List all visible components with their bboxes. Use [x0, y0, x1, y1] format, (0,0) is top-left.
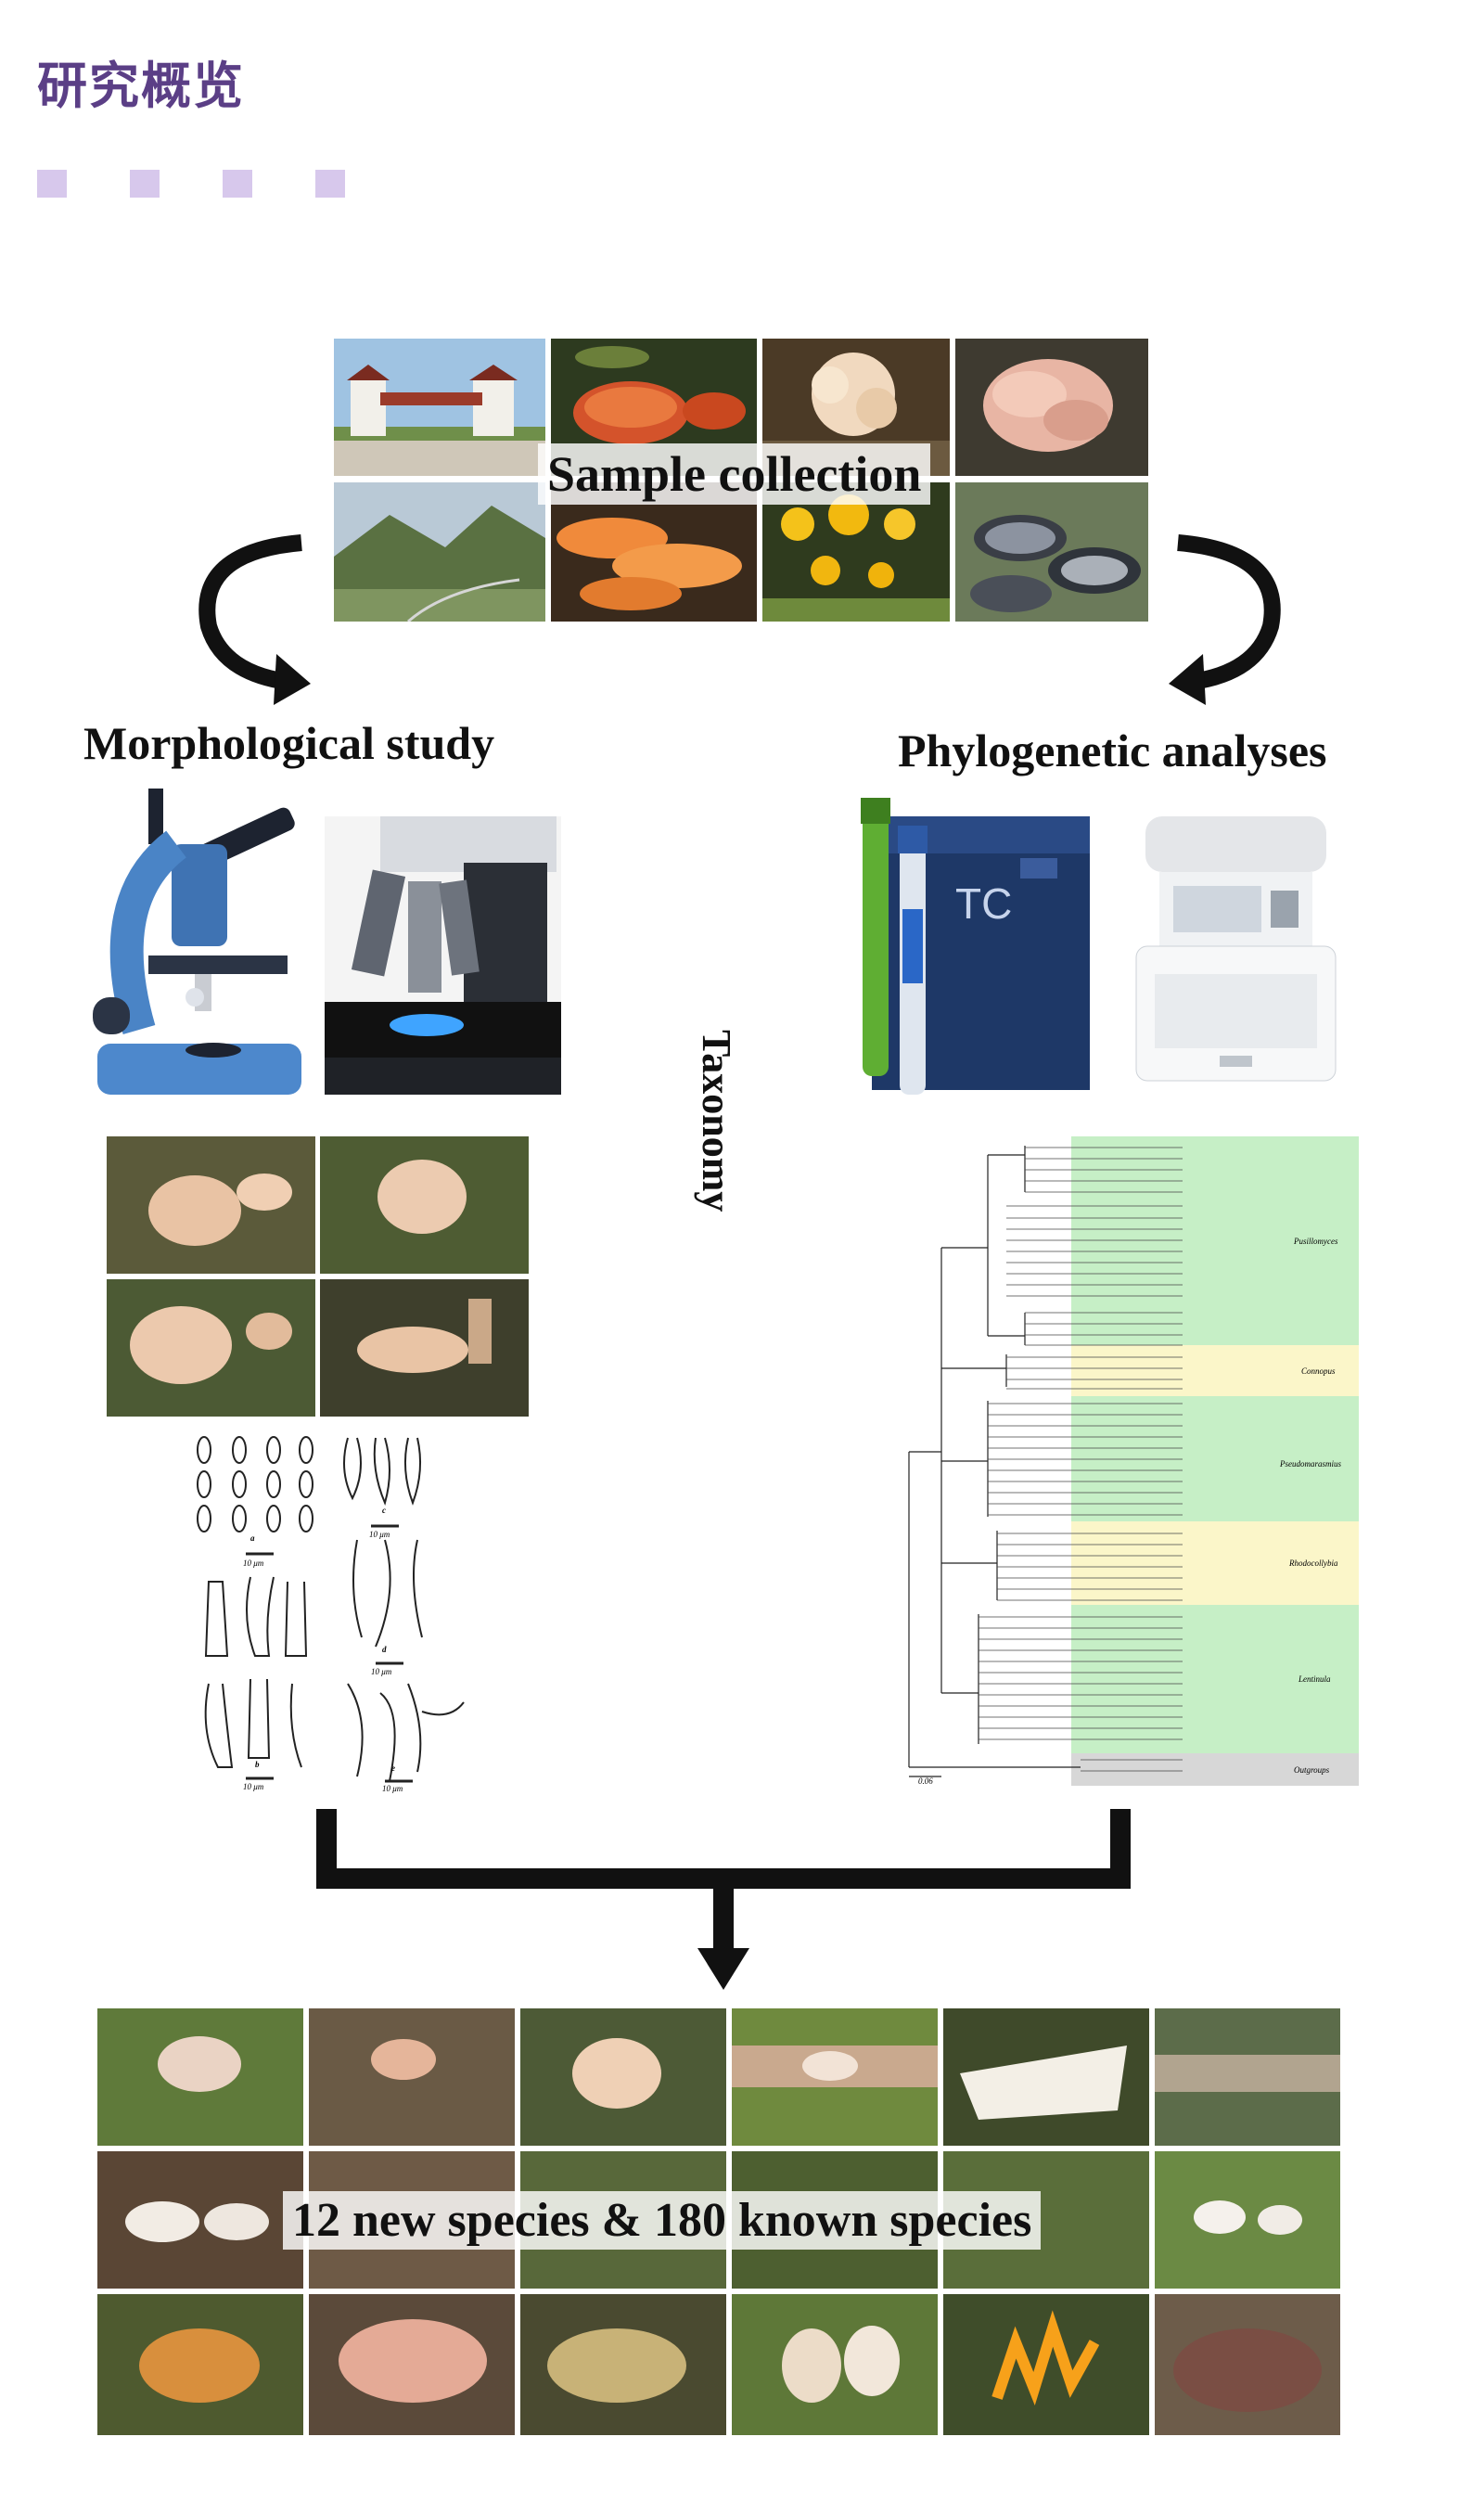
microscope-illustration — [83, 789, 315, 1104]
clade-label-connopus: Connopus — [1301, 1366, 1336, 1376]
tree-scale-label: 0.06 — [918, 1776, 933, 1786]
spore-drawings — [197, 1436, 313, 1533]
photo-turkey-tail-fungus — [955, 482, 1148, 622]
dna-extraction-kit-photo: TC — [853, 798, 1099, 1095]
clade-label-lentinula: Lentinula — [1298, 1674, 1331, 1684]
clade-label-outgroups: Outgroups — [1294, 1765, 1330, 1775]
panel-a-label: a — [250, 1533, 255, 1543]
photo-valley-landscape — [334, 482, 545, 622]
sample-collection-label: Sample collection — [538, 443, 931, 505]
phylogenetic-tree: Pusillomyces Connopus Pseudomarasmius Rh… — [904, 1136, 1359, 1786]
decor-square — [130, 170, 160, 198]
taxonomy-label: Taxonomy — [694, 1030, 739, 1212]
morphological-study-label: Morphological study — [83, 717, 495, 769]
clade-label-pusillomyces: Pusillomyces — [1294, 1237, 1338, 1246]
decor-square — [315, 170, 345, 198]
photo-orange-shelf-fungus — [551, 482, 757, 622]
curved-arrow-right — [1164, 524, 1294, 710]
scale-label-c: 10 μm — [369, 1530, 390, 1539]
phylogenetic-analyses-label: Phylogenetic analyses — [898, 725, 1327, 776]
microscope-closeup-photo — [325, 816, 561, 1095]
clade-label-rhodocollybia: Rhodocollybia — [1289, 1558, 1338, 1568]
specimen-photo-grid — [107, 1136, 529, 1417]
pcr-machine-photo — [1132, 816, 1340, 1085]
photo-monastery-gate — [334, 339, 545, 476]
svg-text:TC: TC — [955, 879, 1012, 928]
page-title: 研究概览 — [37, 57, 245, 115]
decor-square — [37, 170, 67, 198]
result-label: 12 new species & 180 known species — [283, 2191, 1042, 2250]
curved-arrow-left — [186, 524, 315, 710]
scale-label-e: 10 μm — [382, 1784, 403, 1793]
panel-b-label: b — [255, 1760, 260, 1769]
scale-label-a: 10 μm — [243, 1558, 264, 1568]
panel-e-label: e — [391, 1764, 395, 1773]
scale-label-b: 10 μm — [243, 1782, 264, 1791]
photo-yellow-mushrooms — [762, 482, 950, 622]
panel-d-label: d — [382, 1645, 387, 1654]
microscopic-structure-drawing: a 10 μm c 10 μm d 10 μm b 10 μm e 10 μm — [186, 1433, 482, 1793]
panel-c-label: c — [382, 1506, 386, 1515]
scale-label-d: 10 μm — [371, 1667, 392, 1676]
decor-square — [223, 170, 252, 198]
merge-bracket-arrow — [315, 1809, 1132, 1994]
clade-label-pseudomarasmius: Pseudomarasmius — [1280, 1459, 1342, 1469]
photo-pink-oyster-fungus — [955, 339, 1148, 476]
